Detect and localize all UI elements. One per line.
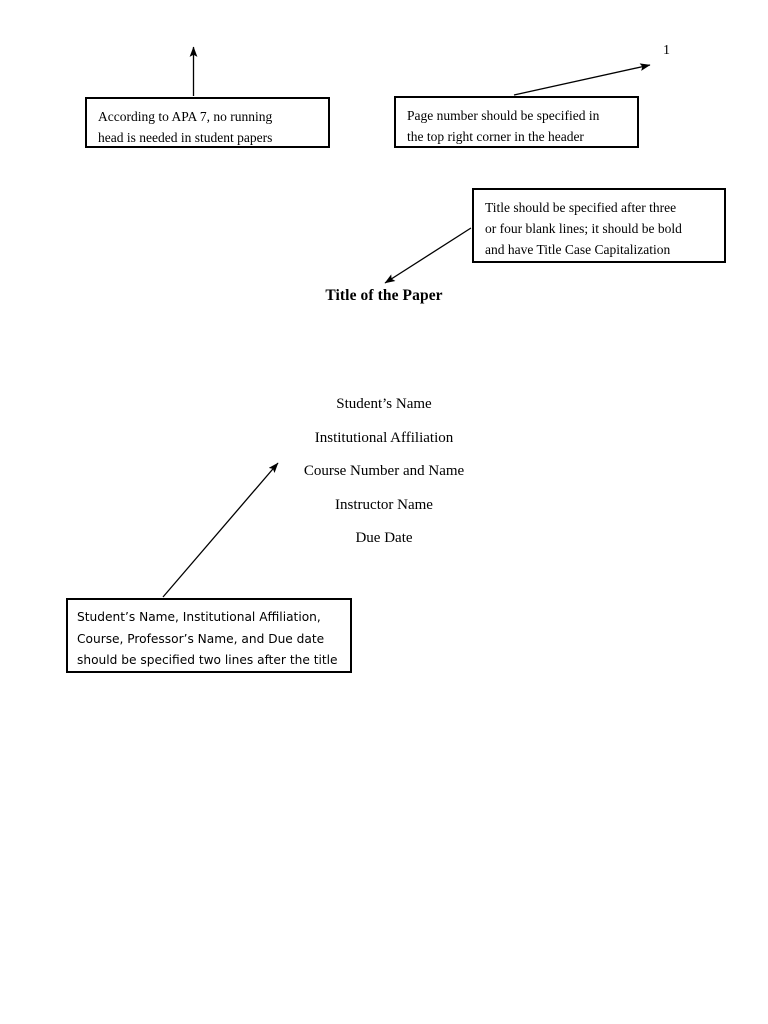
callout-author-block-line-3: should be specified two lines after the …: [77, 653, 338, 667]
callout-running-head-line-2: head is needed in student papers: [98, 130, 273, 145]
callout-running-head-line-1: According to APA 7, no running: [98, 109, 273, 124]
callout-title-rule-line-2: or four blank lines; it should be bold: [485, 221, 682, 236]
callout-page-number: Page number should be specified in the t…: [394, 96, 639, 148]
callout-title-rule-line-3: and have Title Case Capitalization: [485, 242, 671, 257]
author-line-course-number-and-name: Course Number and Name: [303, 463, 465, 479]
callout-author-block: Student’s Name, Institutional Affiliatio…: [66, 598, 352, 673]
callout-author-block-line-2: Course, Professor’s Name, and Due date: [77, 631, 325, 646]
author-line-due-date: Due Date: [355, 530, 413, 546]
author-lines: Student’s Name Institutional Affiliation…: [0, 388, 768, 556]
author-line-institutional-affiliation: Institutional Affiliation: [314, 429, 454, 446]
author-line-student-name: Student’s Name: [336, 396, 432, 412]
callout-title-rule: Title should be specified after three or…: [472, 188, 726, 263]
page-number-header: 1: [663, 43, 670, 58]
callout-page-number-line-1: Page number should be specified in: [407, 108, 600, 123]
title-arrow: [384, 227, 472, 284]
callout-title-rule-line-1: Title should be specified after three: [485, 200, 677, 215]
author-line-instructor-name: Instructor Name: [335, 496, 433, 513]
callout-author-block-line-1: Student’s Name, Institutional Affiliatio…: [77, 610, 321, 624]
callout-running-head: According to APA 7, no running head is n…: [85, 97, 330, 148]
callout-page-number-line-2: the top right corner in the header: [407, 129, 584, 144]
paper-title: Title of the Paper: [325, 287, 443, 304]
page-number-arrow: [513, 63, 651, 96]
